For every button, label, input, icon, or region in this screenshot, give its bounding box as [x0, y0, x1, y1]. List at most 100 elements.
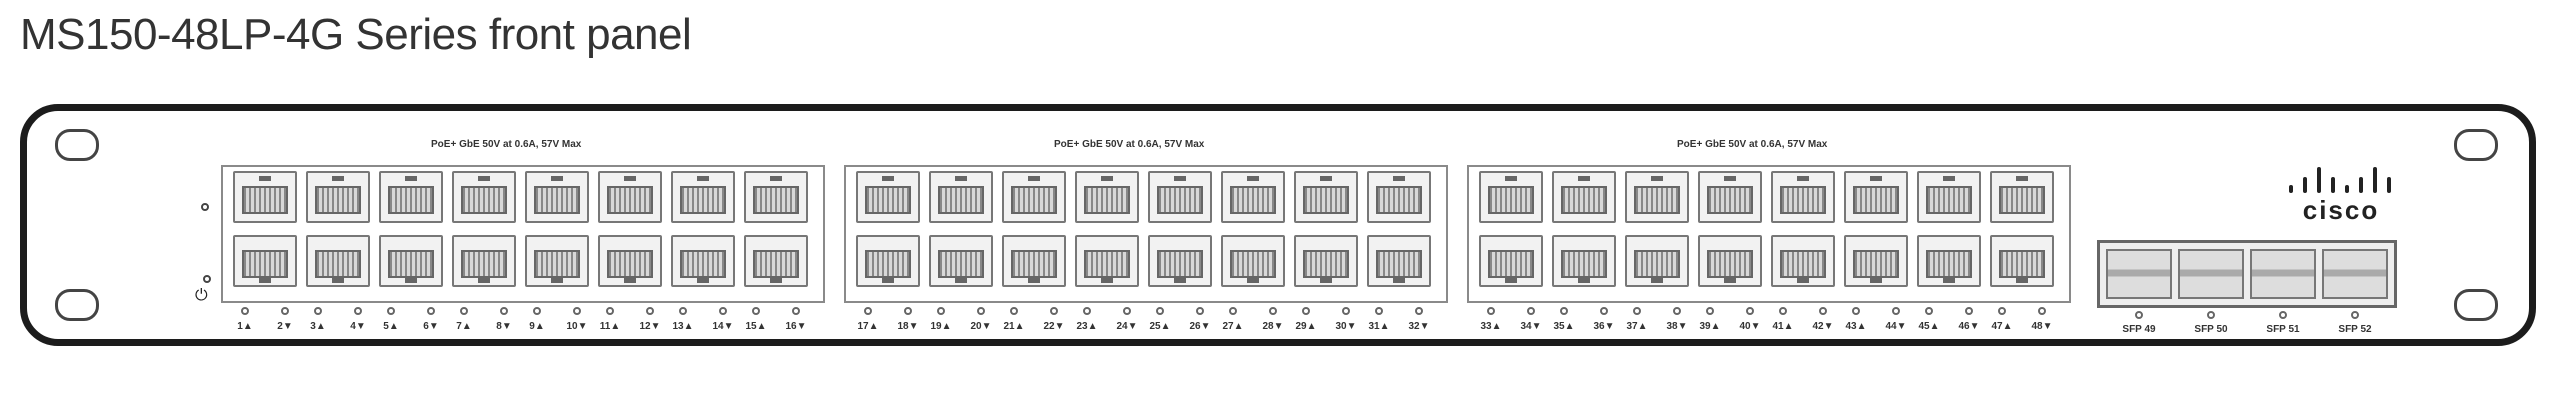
ethernet-port[interactable] — [306, 171, 370, 223]
port-number-label: 36▼ — [1593, 321, 1615, 332]
port-led — [1892, 307, 1900, 315]
poe-rating-label: PoE+ GbE 50V at 0.6A, 57V Max — [1677, 139, 1828, 150]
port-led — [1925, 307, 1933, 315]
ethernet-port[interactable] — [233, 171, 297, 223]
port-number-label: 2▼ — [277, 321, 293, 332]
port-led — [1965, 307, 1973, 315]
sfp-port[interactable] — [2322, 249, 2388, 299]
ethernet-port[interactable] — [671, 235, 735, 287]
poe-rating-label: PoE+ GbE 50V at 0.6A, 57V Max — [431, 139, 582, 150]
sfp-port-label: SFP 52 — [2338, 324, 2372, 335]
ethernet-port[interactable] — [452, 235, 516, 287]
ethernet-port[interactable] — [929, 171, 993, 223]
port-number-label: 3▲ — [310, 321, 326, 332]
ethernet-port[interactable] — [1917, 235, 1981, 287]
port-number-label: 24▼ — [1116, 321, 1138, 332]
ethernet-port[interactable] — [1221, 171, 1285, 223]
port-number-label: 7▲ — [456, 321, 472, 332]
ethernet-port[interactable] — [1990, 171, 2054, 223]
port-led — [1123, 307, 1131, 315]
port-number-label: 41▲ — [1772, 321, 1794, 332]
ethernet-port[interactable] — [1552, 171, 1616, 223]
ethernet-port[interactable] — [525, 235, 589, 287]
ethernet-port[interactable] — [452, 171, 516, 223]
port-led — [752, 307, 760, 315]
port-led — [1746, 307, 1754, 315]
ethernet-port[interactable] — [929, 235, 993, 287]
ethernet-port[interactable] — [525, 171, 589, 223]
sfp-cage — [2097, 240, 2397, 308]
port-block — [1467, 165, 2071, 303]
sfp-port-label: SFP 49 — [2122, 324, 2156, 335]
port-led — [354, 307, 362, 315]
ethernet-port[interactable] — [1844, 171, 1908, 223]
ethernet-port[interactable] — [1075, 235, 1139, 287]
ethernet-port[interactable] — [1844, 235, 1908, 287]
ethernet-port[interactable] — [1990, 235, 2054, 287]
ethernet-port[interactable] — [1148, 235, 1212, 287]
port-led — [904, 307, 912, 315]
ethernet-port[interactable] — [1771, 171, 1835, 223]
ethernet-port[interactable] — [856, 171, 920, 223]
port-block — [844, 165, 1448, 303]
ethernet-port[interactable] — [1625, 235, 1689, 287]
ethernet-port[interactable] — [1917, 171, 1981, 223]
ethernet-port[interactable] — [1294, 171, 1358, 223]
ethernet-port[interactable] — [233, 235, 297, 287]
port-number-label: 10▼ — [566, 321, 588, 332]
sfp-port[interactable] — [2250, 249, 2316, 299]
ethernet-port[interactable] — [598, 235, 662, 287]
port-number-label: 8▼ — [496, 321, 512, 332]
port-number-label: 45▲ — [1918, 321, 1940, 332]
ethernet-port[interactable] — [1148, 171, 1212, 223]
ethernet-port[interactable] — [379, 235, 443, 287]
port-number-label: 32▼ — [1408, 321, 1430, 332]
ethernet-port[interactable] — [379, 171, 443, 223]
sfp-port[interactable] — [2178, 249, 2244, 299]
port-led — [1779, 307, 1787, 315]
ethernet-port[interactable] — [1367, 235, 1431, 287]
ethernet-port[interactable] — [1552, 235, 1616, 287]
sfp-port-label: SFP 51 — [2266, 324, 2300, 335]
port-led — [1415, 307, 1423, 315]
port-number-label: 12▼ — [639, 321, 661, 332]
ethernet-port[interactable] — [744, 235, 808, 287]
ethernet-port[interactable] — [1221, 235, 1285, 287]
ethernet-port[interactable] — [1294, 235, 1358, 287]
port-led — [1302, 307, 1310, 315]
ethernet-port[interactable] — [1367, 171, 1431, 223]
ethernet-port[interactable] — [1075, 171, 1139, 223]
sfp-port[interactable] — [2106, 249, 2172, 299]
ethernet-port[interactable] — [1771, 235, 1835, 287]
ethernet-port[interactable] — [1625, 171, 1689, 223]
sfp-port-label: SFP 50 — [2194, 324, 2228, 335]
port-led — [1487, 307, 1495, 315]
mount-ear-bottom-left — [55, 289, 99, 321]
ethernet-port[interactable] — [1479, 171, 1543, 223]
ethernet-port[interactable] — [1002, 235, 1066, 287]
ethernet-port[interactable] — [744, 171, 808, 223]
port-number-label: 38▼ — [1666, 321, 1688, 332]
port-led — [719, 307, 727, 315]
port-led — [1342, 307, 1350, 315]
port-number-label: 14▼ — [712, 321, 734, 332]
ethernet-port[interactable] — [1698, 171, 1762, 223]
ethernet-port[interactable] — [598, 171, 662, 223]
sfp-led — [2351, 311, 2359, 319]
ethernet-port[interactable] — [856, 235, 920, 287]
ethernet-port[interactable] — [1479, 235, 1543, 287]
ethernet-port[interactable] — [671, 171, 735, 223]
status-led-icon — [201, 203, 209, 211]
ethernet-port[interactable] — [1698, 235, 1762, 287]
port-number-label: 19▲ — [930, 321, 952, 332]
port-led — [679, 307, 687, 315]
port-number-label: 47▲ — [1991, 321, 2013, 332]
port-number-label: 43▲ — [1845, 321, 1867, 332]
port-number-label: 42▼ — [1812, 321, 1834, 332]
ethernet-port[interactable] — [306, 235, 370, 287]
ethernet-port[interactable] — [1002, 171, 1066, 223]
port-led — [1156, 307, 1164, 315]
brand-logo: cisco — [2302, 195, 2380, 225]
port-led — [241, 307, 249, 315]
